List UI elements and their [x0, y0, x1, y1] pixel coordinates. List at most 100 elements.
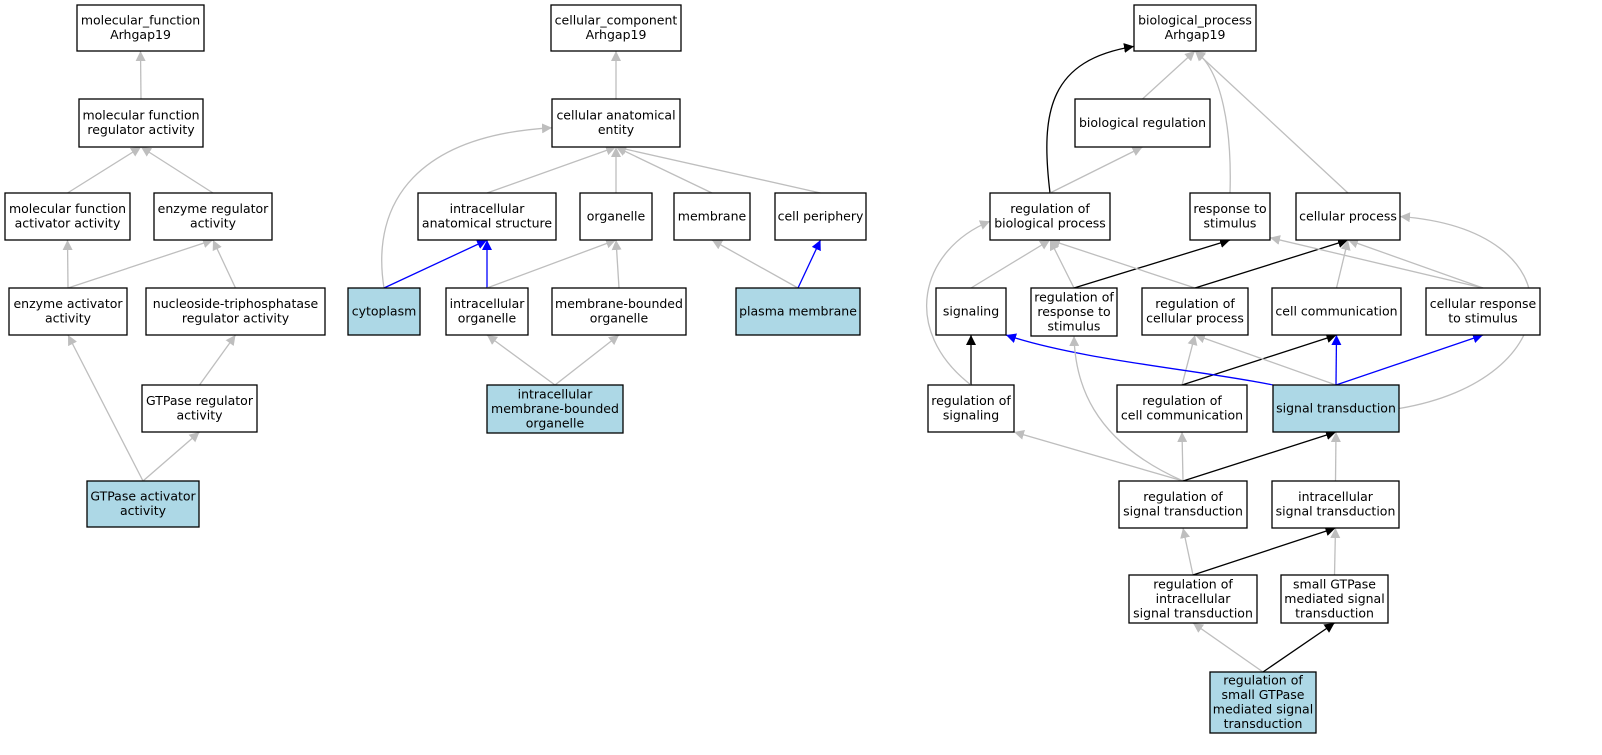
- node-label-line: cell communication: [1275, 303, 1397, 318]
- node-box: [1271, 480, 1400, 529]
- edge-reg_ic_st-to-reg_st: [1180, 527, 1194, 576]
- node-label-line: signal transduction: [1276, 400, 1396, 415]
- node-label-line: regulator activity: [87, 122, 195, 137]
- node-label-line: intracellular: [450, 296, 526, 311]
- edge-reg_cp-to-cell_proc: [1194, 238, 1349, 289]
- node-label-line: cell periphery: [778, 208, 864, 223]
- edge-gtp_reg-to-ntp_reg: [198, 334, 237, 386]
- edge-reg_st-to-reg_cc: [1177, 431, 1188, 482]
- node-box: [1118, 480, 1248, 529]
- node-cytoplasm: cytoplasm: [347, 287, 421, 336]
- node-label-line: activator activity: [15, 216, 121, 231]
- node-label-line: regulation of: [1142, 393, 1222, 408]
- edges-layer: [62, 43, 1532, 673]
- node-box: [1280, 574, 1389, 624]
- node-box: [1128, 574, 1258, 624]
- node-label-line: to stimulus: [1448, 311, 1517, 326]
- node-box: [935, 287, 1007, 336]
- edge-membrane-to-cae: [615, 146, 713, 194]
- edge-small_gtp-to-ic_st: [1330, 527, 1341, 576]
- node-box: [1272, 384, 1400, 433]
- edge-sig_trans-to-reg_cp: [1194, 333, 1337, 386]
- node-label-line: Arhgap19: [110, 27, 171, 42]
- node-label-line: signal transduction: [1123, 504, 1243, 519]
- node-label-line: biological_process: [1138, 13, 1252, 28]
- node-label-line: regulation of: [1143, 489, 1223, 504]
- edge-reg_ic_st-to-ic_st: [1192, 526, 1336, 576]
- node-label-line: Arhgap19: [1165, 27, 1226, 42]
- edge-plasma-to-cell_periph: [797, 239, 822, 289]
- node-label-line: response to: [1037, 304, 1110, 319]
- node-box: [8, 287, 128, 336]
- node-label-line: entity: [598, 122, 635, 137]
- node-label-line: intracellular: [450, 201, 526, 216]
- node-plasma: plasma membrane: [735, 287, 861, 336]
- node-label-line: activity: [176, 408, 223, 423]
- edge-reg_resp-to-reg_bp: [1049, 239, 1075, 289]
- node-box: [445, 287, 529, 336]
- node-label-line: membrane-bounded: [555, 296, 683, 311]
- node-box: [1141, 287, 1249, 336]
- node-label-line: enzyme regulator: [158, 201, 270, 216]
- edge-reg_bp-to-bp_root: [1046, 43, 1135, 194]
- node-label-line: cell communication: [1121, 408, 1243, 423]
- node-label-line: molecular function: [82, 108, 199, 123]
- node-label-line: regulator activity: [182, 311, 290, 326]
- edge-mb_org-to-organelle: [611, 239, 622, 289]
- node-label-line: cellular response: [1430, 296, 1537, 311]
- node-label-line: regulation of: [1153, 576, 1233, 591]
- node-label-line: signaling: [943, 408, 999, 423]
- edge-ic_st-to-sig_trans: [1330, 431, 1341, 482]
- edge-cytoplasm-to-ias: [383, 239, 488, 289]
- node-label-line: Arhgap19: [586, 27, 647, 42]
- edge-reg_cc-to-reg_cp: [1181, 334, 1198, 386]
- node-box: [1030, 287, 1118, 337]
- node-box: [1271, 287, 1402, 336]
- node-label-line: transduction: [1224, 716, 1303, 731]
- edge-ic_org-to-organelle: [486, 238, 617, 289]
- edge-cell_comm-to-cell_proc: [1335, 239, 1351, 289]
- edge-ic_mb_org-to-ic_org: [486, 334, 556, 386]
- edge-sig_trans-to-cell_resp: [1335, 333, 1484, 386]
- node-label-line: small GTPase: [1293, 576, 1376, 591]
- node-label-line: intracellular: [1298, 489, 1374, 504]
- node-box: [774, 192, 867, 241]
- node-organelle: organelle: [579, 192, 653, 241]
- edge-enz_act-to-mf_act: [62, 239, 73, 289]
- node-label-line: enzyme activator: [13, 296, 123, 311]
- edge-reg_cc-to-cell_comm: [1181, 333, 1337, 386]
- node-box: [551, 287, 687, 336]
- edge-reg_small_gtp-to-small_gtp: [1262, 622, 1335, 673]
- edge-cell_periph-to-cae: [615, 144, 821, 194]
- edge-cell_resp-to-resp_stim: [1269, 235, 1484, 289]
- edge-reg_st-to-reg_sig: [1013, 429, 1184, 482]
- edge-gtp_act-to-enz_act: [67, 334, 144, 482]
- edge-ntp_reg-to-enz_reg: [212, 239, 237, 289]
- node-label-line: cytoplasm: [352, 303, 417, 318]
- node-box: [153, 192, 273, 241]
- node-box: [1116, 384, 1248, 433]
- node-label-line: biological regulation: [1079, 115, 1206, 130]
- node-box: [1189, 192, 1271, 241]
- edge-cell_resp-to-cell_proc: [1347, 238, 1484, 289]
- node-label-line: regulation of: [931, 393, 1011, 408]
